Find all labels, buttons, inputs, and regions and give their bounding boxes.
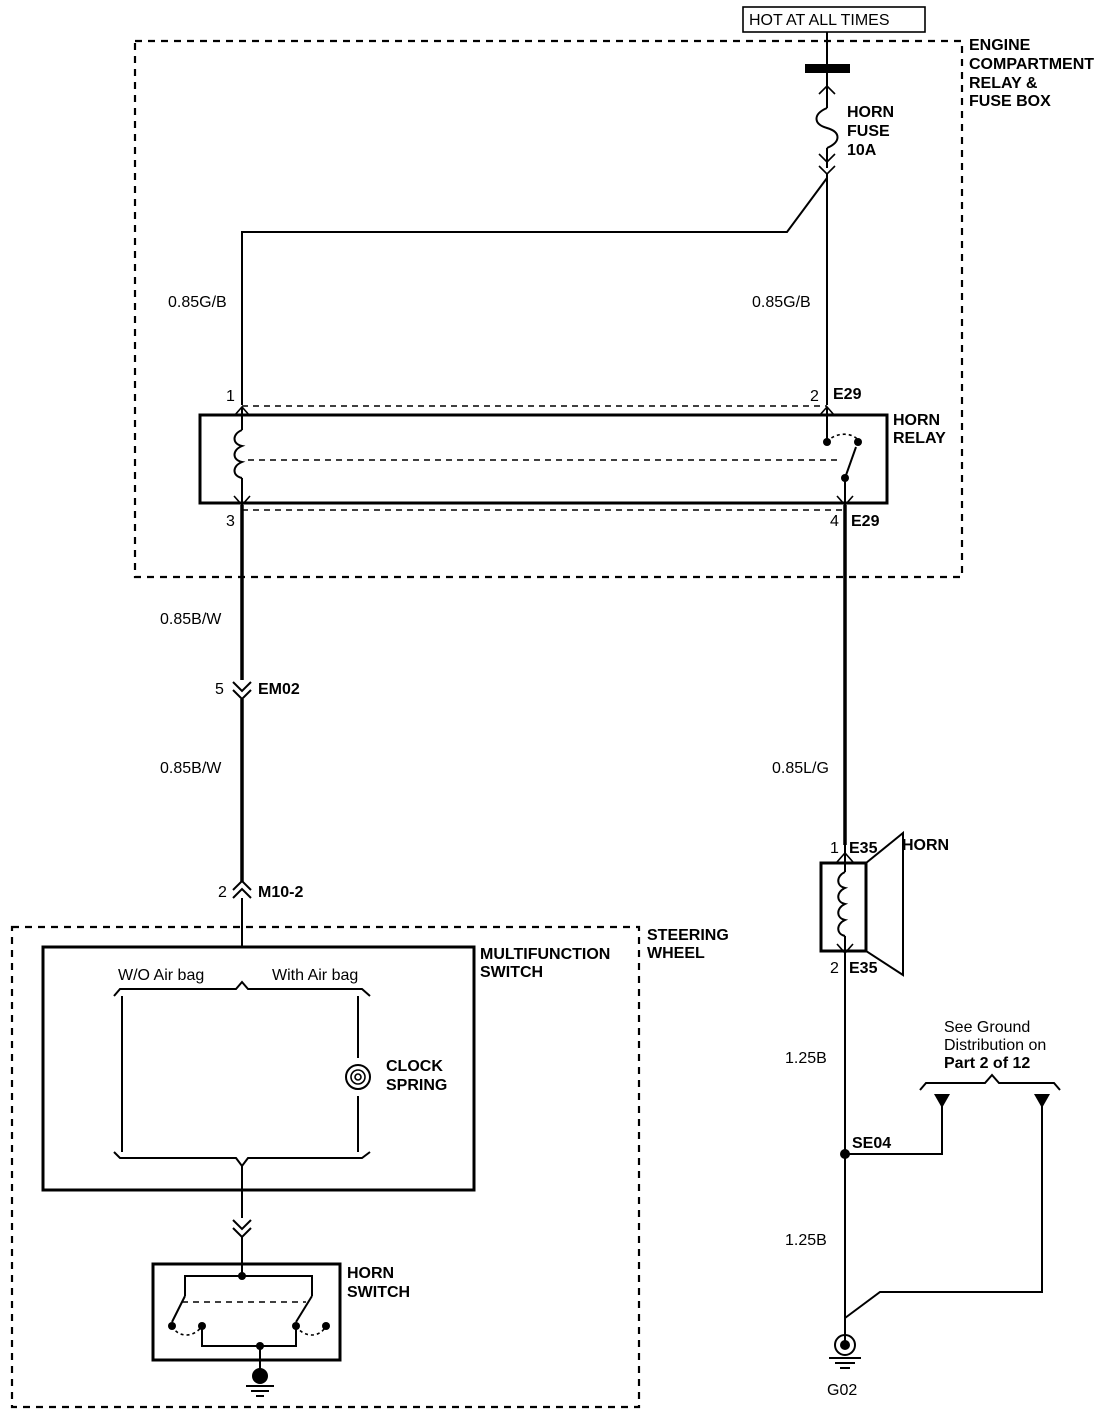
clock-spring-label-1: CLOCK	[386, 1058, 443, 1075]
ground-note-brace	[919, 1073, 1061, 1091]
connector-m10-2-name: M10-2	[258, 884, 303, 901]
steering-wheel-boundary	[10, 925, 641, 1409]
multifunction-switch-label-1: MULTIFUNCTION	[480, 946, 610, 963]
fuse-symbol	[815, 73, 839, 176]
ground-note-2: Distribution on	[944, 1037, 1046, 1054]
fuse-label-1: HORN	[847, 104, 894, 121]
wire-label-right-top: 0.85G/B	[752, 294, 811, 311]
connector-em02-name: EM02	[258, 681, 300, 698]
relay-pin-2: 2	[810, 388, 819, 405]
svg-text:HOT AT ALL TIMES: HOT AT ALL TIMES	[749, 12, 890, 29]
ground-g02-label: G02	[827, 1382, 857, 1399]
power-source-box: HOT AT ALL TIMES	[742, 6, 926, 33]
wo-airbag-label: W/O Air bag	[118, 967, 204, 984]
relay-pin-3: 3	[226, 513, 235, 530]
connector-em02-pin: 5	[215, 681, 224, 698]
horn-label: HORN	[902, 837, 949, 854]
horn-switch	[151, 1262, 342, 1372]
wire-label-left-mid2: 0.85B/W	[160, 760, 222, 777]
multifunction-switch-label-2: SWITCH	[480, 964, 543, 981]
horn-symbol	[819, 830, 904, 977]
connector-e35-bottom-pin: 2	[830, 960, 839, 977]
wire-label-ground-upper: 1.25B	[785, 1050, 827, 1067]
clock-spring-label-2: SPRING	[386, 1077, 447, 1094]
horn-switch-ground-icon	[246, 1368, 274, 1397]
connector-e35-bottom-name: E35	[849, 960, 878, 977]
connector-e35-top-name: E35	[849, 840, 878, 857]
relay-connector-top: E29	[833, 386, 862, 403]
power-bus-bar	[805, 64, 850, 73]
relay-pin-1: 1	[226, 388, 235, 405]
wire-label-right-mid: 0.85L/G	[772, 760, 829, 777]
multifunction-switch-box	[41, 945, 476, 1192]
ground-note-3: Part 2 of 12	[944, 1055, 1030, 1072]
ground-note-1: See Ground	[944, 1019, 1030, 1036]
horn-switch-label-2: SWITCH	[347, 1284, 410, 1301]
relay-label-2: RELAY	[893, 430, 946, 447]
engine-box-label-2: COMPARTMENT	[969, 56, 1094, 73]
connector-steering	[232, 1219, 252, 1239]
connector-em02	[232, 681, 252, 701]
horn-relay	[198, 405, 889, 511]
fuse-label-2: FUSE	[847, 123, 890, 140]
ground-g02-icon	[829, 1334, 861, 1369]
with-airbag-label: With Air bag	[272, 967, 358, 984]
engine-box-label-3: RELAY &	[969, 75, 1038, 92]
engine-box-label-4: FUSE BOX	[969, 93, 1051, 110]
steering-wheel-label-1: STEERING	[647, 927, 729, 944]
connector-m10-2-pin: 2	[218, 884, 227, 901]
ground-ref-arrow-right	[1034, 1094, 1050, 1108]
engine-compartment-boundary	[133, 39, 964, 579]
steering-wheel-label-2: WHEEL	[647, 945, 705, 962]
clock-spring-icon	[345, 1064, 371, 1090]
wire-label-left-top: 0.85G/B	[168, 294, 227, 311]
relay-label-1: HORN	[893, 412, 940, 429]
horn-switch-label-1: HORN	[347, 1265, 394, 1282]
relay-pin-4: 4	[830, 513, 839, 530]
engine-box-label-1: ENGINE	[969, 37, 1031, 54]
wire-label-ground-lower: 1.25B	[785, 1232, 827, 1249]
relay-connector-bottom: E29	[851, 513, 880, 530]
splice-se04-label: SE04	[852, 1135, 891, 1152]
wire-label-left-mid1: 0.85B/W	[160, 611, 222, 628]
ground-ref-arrow-left	[934, 1094, 950, 1108]
connector-e35-top-pin: 1	[830, 840, 839, 857]
connector-m10-2	[232, 879, 252, 899]
fuse-label-3: 10A	[847, 142, 877, 159]
